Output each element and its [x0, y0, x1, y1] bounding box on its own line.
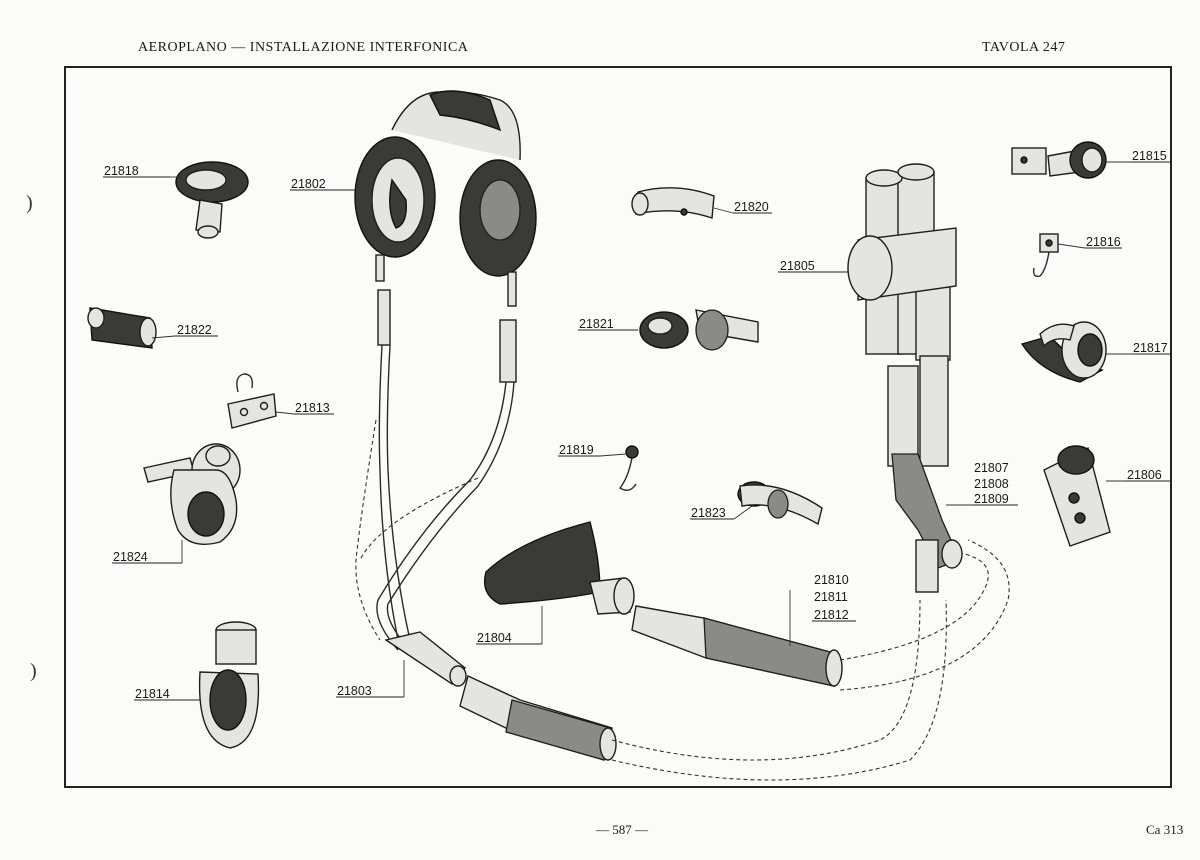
- part-label-21814: 21814: [135, 687, 170, 701]
- bracket-21824-illustration: [143, 443, 241, 545]
- hook-21816-illustration: [1032, 233, 1059, 278]
- y-connector-illustration: [384, 631, 617, 761]
- leader-lines: [103, 161, 1172, 701]
- diagram-frame: [64, 66, 1172, 788]
- part-label-21804: 21804: [477, 631, 512, 645]
- part-label-21803: 21803: [337, 684, 372, 698]
- part-label-21824: 21824: [113, 550, 148, 564]
- part-label-21811: 21811: [814, 590, 848, 604]
- part-label-21808: 21808: [974, 477, 1009, 491]
- margin-mark: ): [30, 660, 37, 682]
- coupling-21814-illustration: [198, 621, 260, 749]
- clamp-21823-illustration: [737, 481, 823, 526]
- clamp-21817-illustration: [1020, 321, 1107, 383]
- long-hose-illustration: [611, 539, 1010, 781]
- part-label-21807: 21807: [974, 461, 1009, 475]
- page-number: — 587 —: [596, 822, 648, 837]
- junction-box-illustration: [847, 163, 963, 593]
- part-label-21820: 21820: [734, 200, 769, 214]
- part-label-21823: 21823: [691, 506, 726, 520]
- part-label-21809: 21809: [974, 492, 1009, 506]
- part-label-21818: 21818: [104, 164, 139, 178]
- part-label-21810: 21810: [814, 573, 849, 587]
- clamp-21818-illustration: [175, 161, 249, 239]
- strap-21820-illustration: [631, 187, 715, 219]
- bracket-21806-illustration: [1043, 445, 1111, 547]
- part-label-21822: 21822: [177, 323, 212, 337]
- part-label-21815: 21815: [1132, 149, 1167, 163]
- plate-number: TAVOLA 247: [982, 40, 1066, 55]
- clip-21815-illustration: [1011, 141, 1107, 179]
- part-label-21802: 21802: [291, 177, 326, 191]
- part-label-21816: 21816: [1086, 235, 1121, 249]
- part-label-21821: 21821: [579, 317, 614, 331]
- page-title: AEROPLANO — INSTALLAZIONE INTERFONICA: [138, 40, 469, 55]
- headset-cables: [355, 344, 515, 651]
- hook-21819-illustration: [618, 445, 639, 491]
- mouthpiece-illustration: [483, 521, 635, 615]
- part-label-21819: 21819: [559, 443, 594, 457]
- part-label-21817: 21817: [1133, 341, 1168, 355]
- part-label-21806: 21806: [1127, 468, 1162, 482]
- margin-mark: ): [26, 192, 33, 214]
- clamp-21821-illustration: [639, 309, 759, 351]
- part-label-21813: 21813: [295, 401, 330, 415]
- hook-21813-illustration: [227, 373, 277, 429]
- headset-illustration: [354, 90, 537, 383]
- document-code: Ca 313: [1146, 822, 1184, 837]
- clip-21822-illustration: [87, 307, 157, 349]
- part-label-21812: 21812: [814, 608, 849, 622]
- part-label-21805: 21805: [780, 259, 815, 273]
